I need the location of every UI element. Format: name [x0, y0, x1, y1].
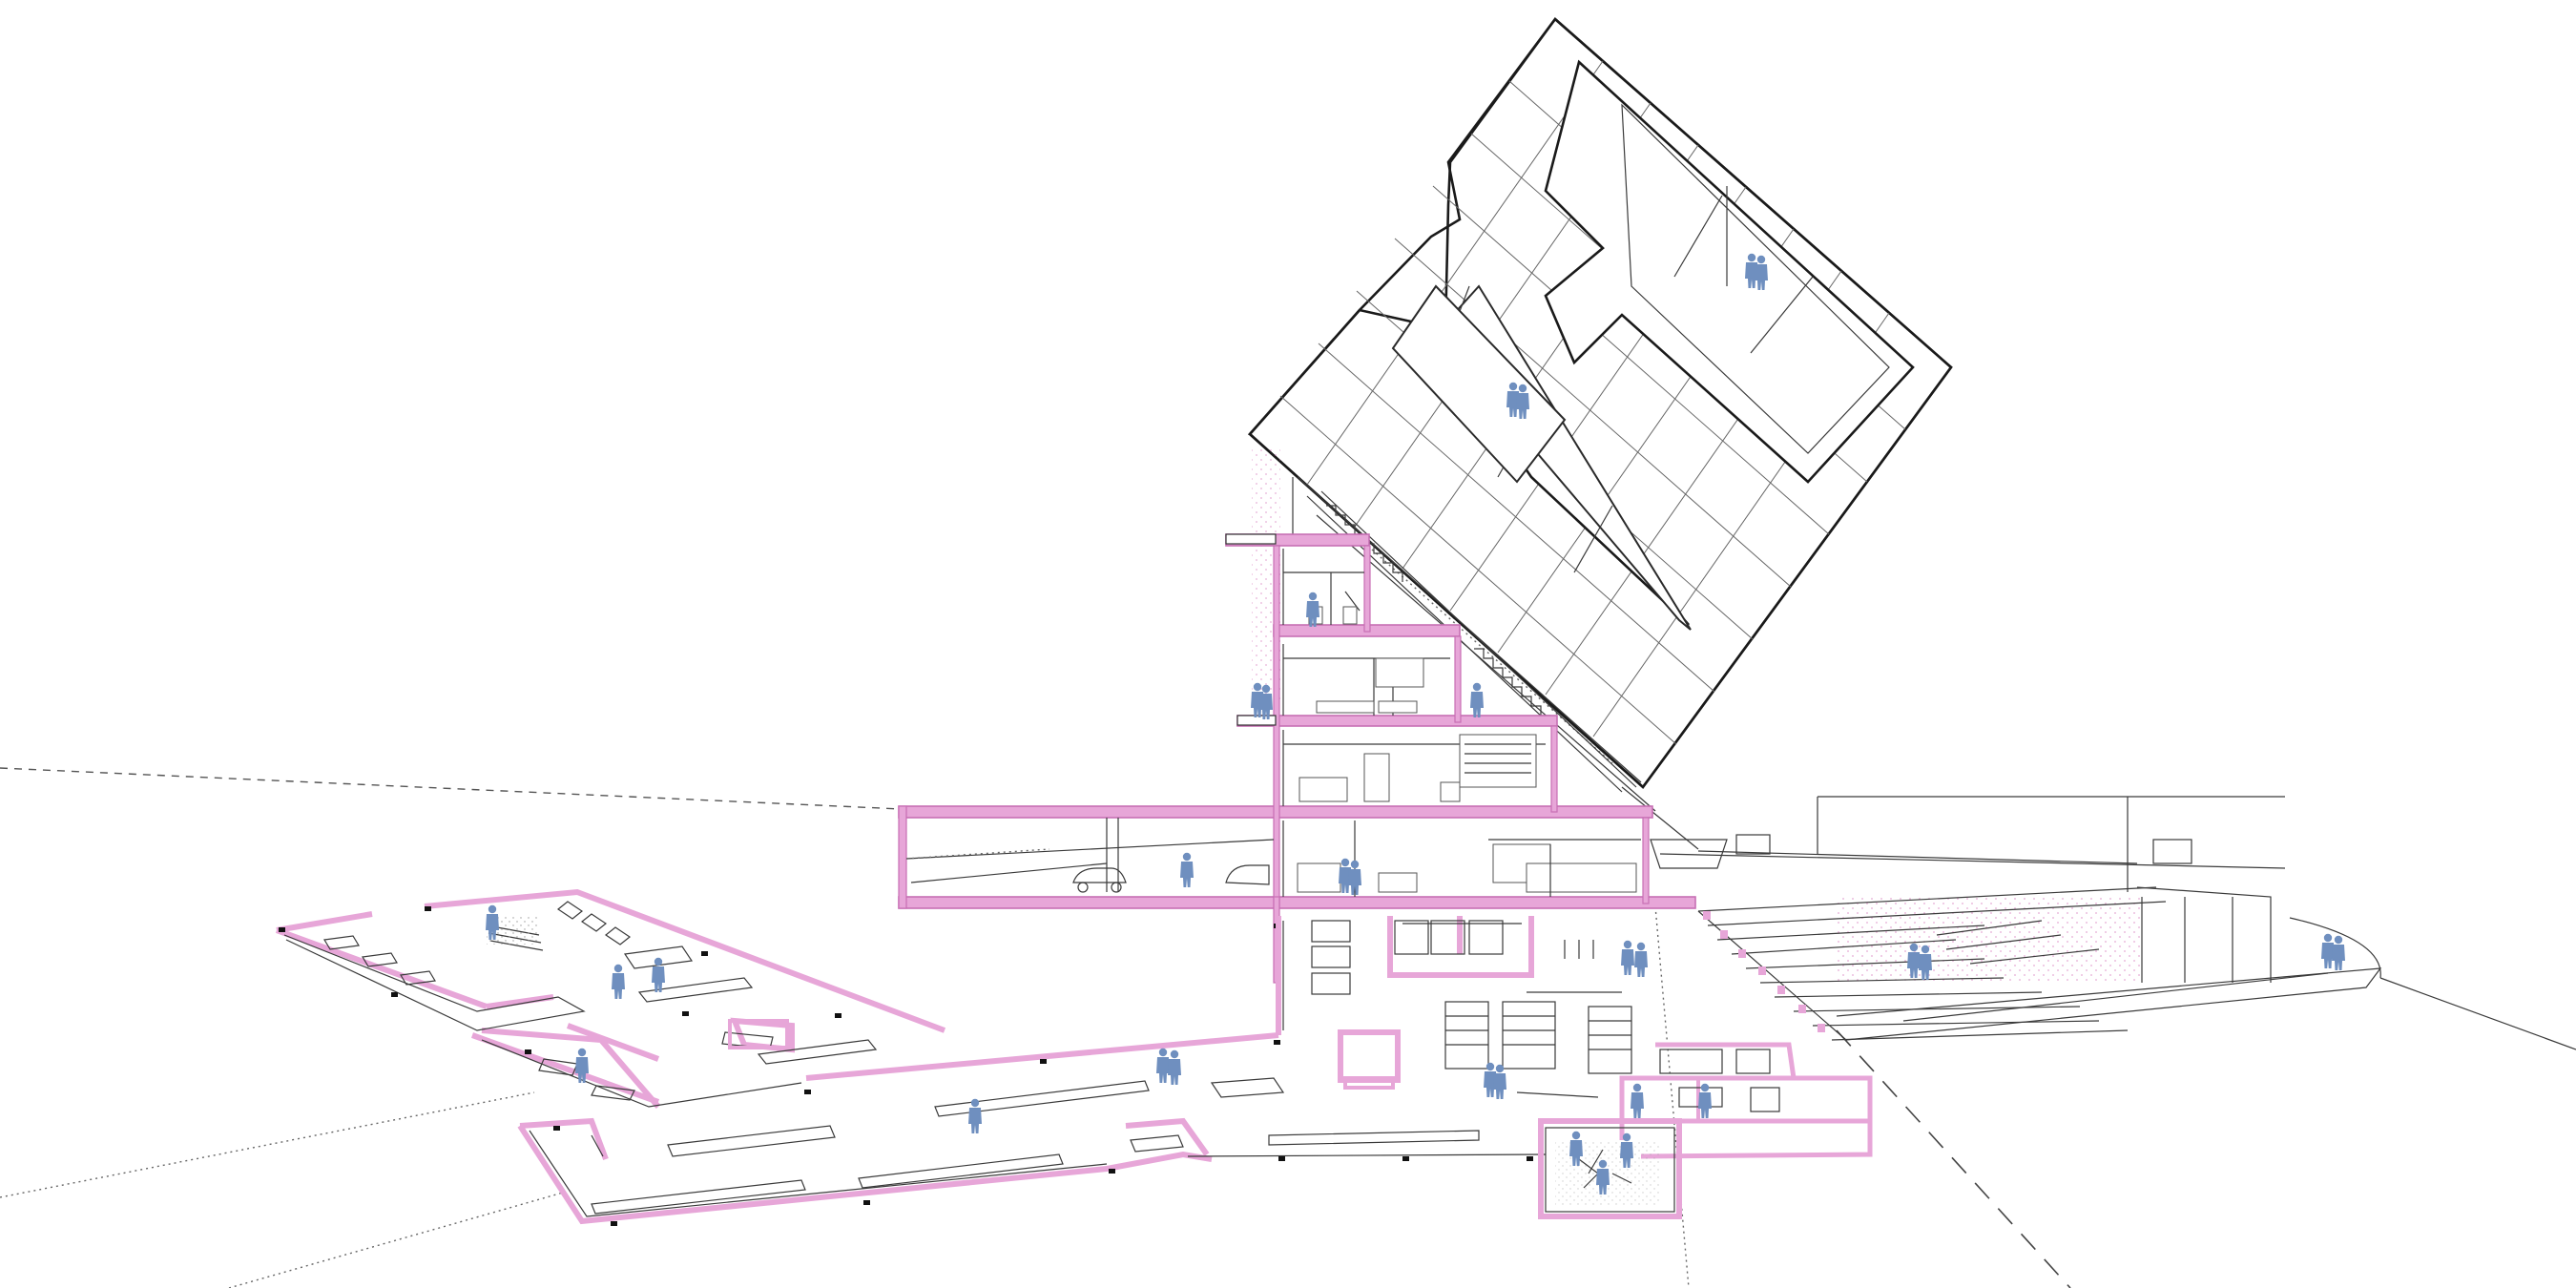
plan-central-wing: [1276, 916, 1873, 1219]
plan-furniture-tables: [323, 901, 1480, 1215]
roof-skylight-openings: [1391, 59, 1915, 631]
tilted-roof-volume: [1248, 17, 1953, 850]
amphitheatre-steps: [1650, 796, 2382, 1041]
site-ground-lines: [0, 767, 2576, 1288]
section-cut-tower: [898, 533, 1696, 984]
plan-desk-grid: [1311, 920, 1780, 1112]
plan-left-wing: [275, 888, 1547, 1226]
